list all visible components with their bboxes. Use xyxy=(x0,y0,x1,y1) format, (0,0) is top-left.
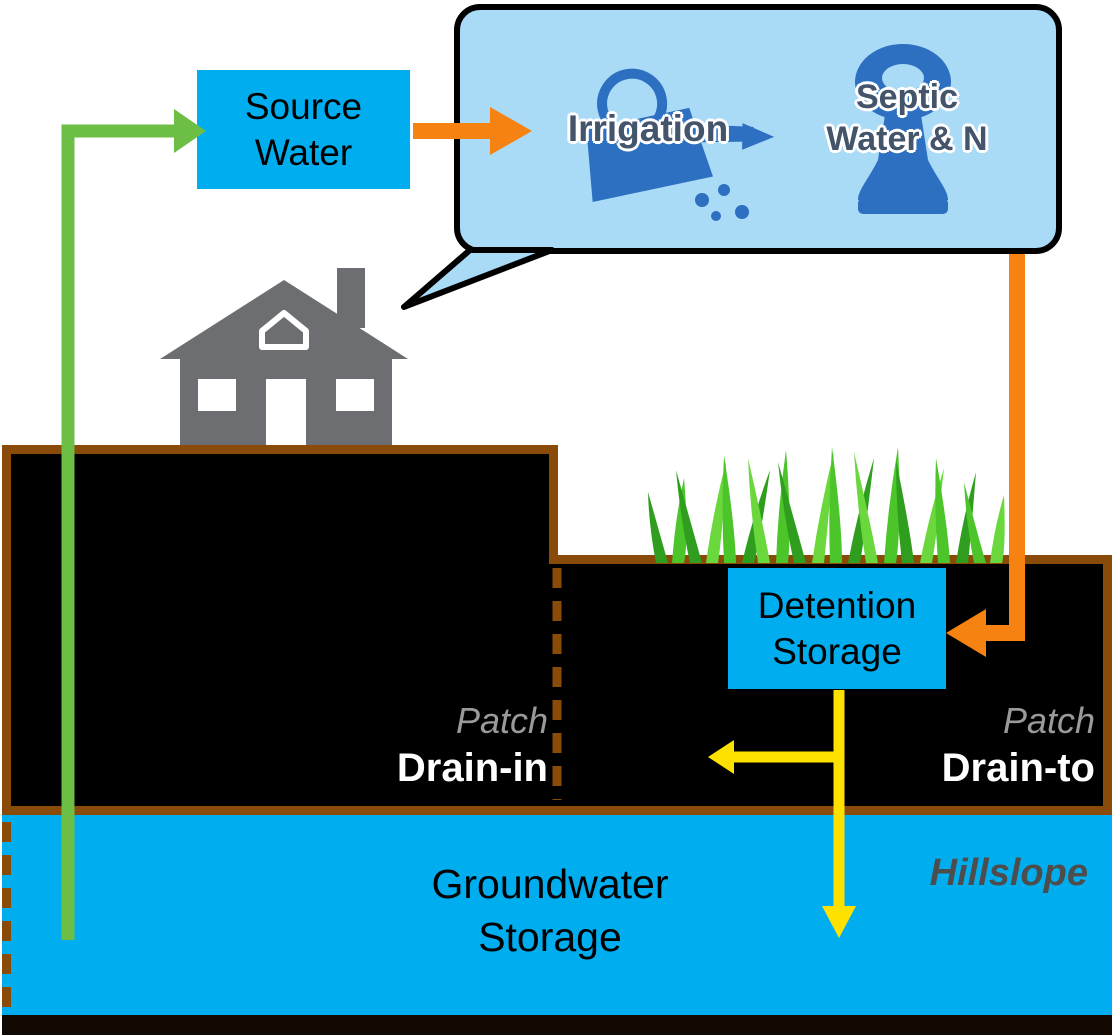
speech-bubble-tail xyxy=(401,247,555,310)
irrigation-label: Irrigation xyxy=(567,108,729,149)
source-water-line2: Water xyxy=(254,131,353,173)
soil-groundwater-boundary xyxy=(2,806,1112,815)
soil-step-border xyxy=(549,445,558,564)
groundwater-line2: Storage xyxy=(478,914,622,960)
patch-drain-in-label: Patch Drain-in xyxy=(300,698,548,792)
grass-icon xyxy=(648,447,1005,563)
septic-line2: Water & N xyxy=(826,120,988,158)
patch-right-word: Patch xyxy=(1002,700,1095,741)
bedrock-band xyxy=(2,1015,1112,1035)
house-icon xyxy=(160,268,408,445)
drain-to-word: Drain-to xyxy=(941,746,1095,790)
drain-in-word: Drain-in xyxy=(396,746,548,790)
detention-storage-node: Detention Storage xyxy=(728,568,946,689)
patch-drain-to-label: Patch Drain-to xyxy=(860,698,1095,792)
groundwater-line1: Groundwater xyxy=(431,861,669,907)
source-water-node: Source Water xyxy=(197,70,410,189)
detention-line1: Detention xyxy=(757,584,917,626)
detention-line2: Storage xyxy=(772,630,902,672)
source-water-line1: Source xyxy=(244,85,363,127)
groundwater-storage-label: Groundwater Storage xyxy=(295,858,805,964)
septic-line1: Septic xyxy=(855,78,959,116)
patch-left-word: Patch xyxy=(455,700,548,741)
hillslope-label: Hillslope xyxy=(929,852,1088,894)
septic-water-n-label: Septic Water & N xyxy=(812,76,1002,160)
groundwater-zone xyxy=(2,815,1112,1015)
